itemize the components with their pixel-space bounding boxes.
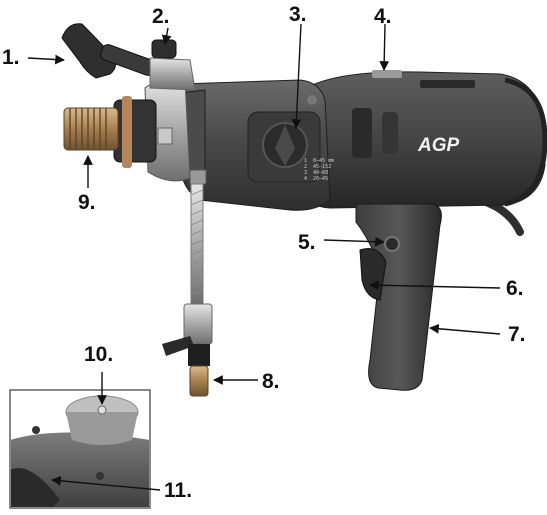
- gear-screw: [307, 95, 317, 105]
- gear-dial-markings: 1 0–45 mm 2 45–152 3 40–60 4 20–45: [304, 158, 334, 182]
- gear-marking: 4 20–45: [304, 176, 329, 182]
- callout-4: 4.: [374, 5, 392, 28]
- gear-marking: 1 0–45 mm: [304, 158, 335, 164]
- vent-slots: [420, 80, 475, 88]
- inset-screw-2: [96, 472, 104, 480]
- callout-7: 7.: [508, 323, 526, 346]
- spindle-collar: [113, 99, 157, 163]
- callout-3: 3.: [289, 3, 307, 26]
- lock-button: [384, 236, 400, 252]
- callout-10: 10.: [84, 343, 114, 366]
- valve-lever: [162, 336, 194, 356]
- gear-marking: 2 45–152: [304, 164, 332, 170]
- hose-coupling: [188, 344, 210, 366]
- spindle-threads: [69, 108, 107, 150]
- hose-connector-top: [189, 169, 207, 185]
- clamp-knob: [151, 39, 177, 59]
- arrow-5: [323, 236, 385, 247]
- handle-clamp: [149, 57, 196, 91]
- side-vents: [352, 108, 398, 158]
- brand-logo: AGP: [418, 135, 460, 156]
- callout-8: 8.: [262, 370, 280, 393]
- arrow-3: [291, 23, 302, 129]
- trigger-switch: [359, 248, 387, 301]
- top-switch: [372, 70, 402, 78]
- flange-bolt: [157, 127, 173, 145]
- inset-cable: [11, 468, 60, 507]
- gear-marking: 3 40–60: [304, 170, 329, 176]
- auxiliary-handle: [61, 23, 116, 79]
- inset-screw: [32, 426, 40, 434]
- hose-braid: [190, 189, 204, 296]
- callout-6: 6.: [506, 277, 524, 300]
- arrow-11: [51, 475, 161, 491]
- inset-vent-plug: [97, 405, 107, 415]
- collar-ring: [122, 96, 132, 168]
- callout-1: 1.: [2, 46, 20, 69]
- arrow-1: [27, 54, 65, 65]
- callout-2: 2.: [152, 5, 170, 28]
- arrow-7: [429, 323, 501, 335]
- arrow-2: [161, 27, 172, 45]
- threaded-spindle: [63, 107, 119, 151]
- arrow-4: [379, 23, 390, 71]
- inset-cap-body: [66, 412, 138, 445]
- inset-detail: [9, 389, 151, 509]
- rear-cap: [504, 77, 547, 207]
- callout-11: 11.: [164, 479, 193, 502]
- gear-selector-knob: [275, 125, 295, 166]
- arrow-6: [369, 280, 501, 291]
- pistol-grip: [355, 203, 442, 391]
- coupling-tip: [189, 365, 209, 397]
- callout-5: 5.: [298, 231, 316, 254]
- callout-9: 9.: [78, 191, 96, 214]
- callout-arrows: [27, 23, 501, 491]
